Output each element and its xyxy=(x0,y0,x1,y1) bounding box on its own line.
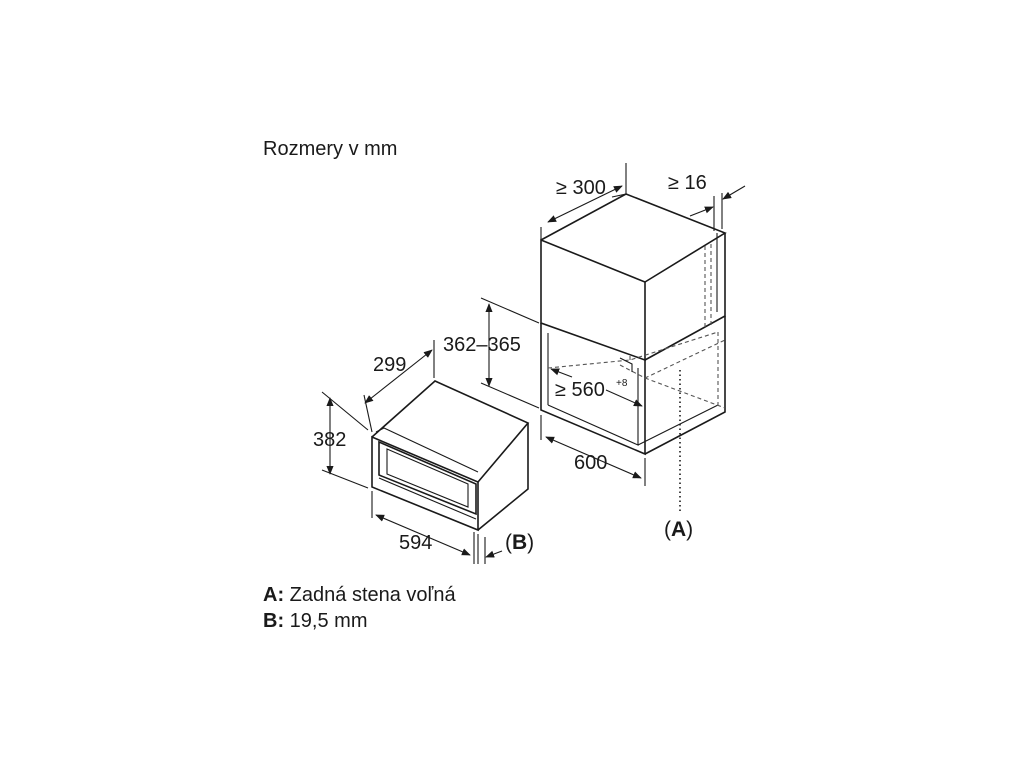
cabinet-drawing: ≥ 300 ≥ 16 362–365 ≥ 560 +8 600 (A) xyxy=(443,163,746,541)
dim-line-appliance-width xyxy=(375,514,471,556)
niche-rail-detail xyxy=(619,357,633,372)
label-appliance-height: 382 xyxy=(313,429,346,451)
upper-cabinet-front xyxy=(540,238,646,362)
label-gap: ≥ 16 xyxy=(668,172,707,194)
niche-hidden-back xyxy=(547,331,726,379)
ext-line-opening-height-top xyxy=(480,297,540,324)
appliance-door xyxy=(378,440,477,516)
dim-line-cabinet-width xyxy=(545,436,642,479)
label-opening-height: 362–365 xyxy=(443,334,521,356)
appliance-window xyxy=(386,448,469,508)
callout-b-label: (B) xyxy=(505,531,534,554)
upper-cabinet-top xyxy=(540,193,727,283)
label-appliance-width: 594 xyxy=(399,532,432,554)
niche-front-frame xyxy=(540,323,646,456)
label-niche-depth: ≥ 300 xyxy=(556,177,606,199)
label-cabinet-width: 600 xyxy=(574,452,607,474)
page-title: Rozmery v mm xyxy=(263,138,397,160)
appliance-top xyxy=(371,380,530,483)
appliance-drawing: 299 382 594 (B) xyxy=(313,340,534,564)
appliance-front-bezel xyxy=(375,427,479,473)
ext-line-appliance-height-bottom xyxy=(321,469,369,489)
appliance-side xyxy=(477,423,529,531)
dim-line-appliance-depth xyxy=(364,349,433,404)
niche-side-frame xyxy=(644,316,726,455)
niche-hidden-floor xyxy=(644,377,726,409)
legend-item-a: A: Zadná stena voľná xyxy=(263,584,456,606)
appliance-control-strip xyxy=(378,477,477,520)
cabinet-rear-dash xyxy=(704,244,712,329)
upper-cabinet-side xyxy=(644,233,726,361)
legend: A: Zadná stena voľná B: 19,5 mm xyxy=(263,584,456,632)
dim-arrow-gap-right xyxy=(722,185,746,200)
label-opening-width-tolerance: +8 xyxy=(616,378,628,389)
ext-line-opening-height-bottom xyxy=(480,382,540,409)
dim-arrow-b-right xyxy=(485,550,503,558)
callout-a-label: (A) xyxy=(664,518,693,541)
ext-line-appliance-height-top xyxy=(321,391,369,431)
legend-item-b: B: 19,5 mm xyxy=(263,610,367,632)
dim-arrow-opening-width-left xyxy=(550,368,573,378)
dim-line-niche-depth xyxy=(547,185,623,223)
label-appliance-depth: 299 xyxy=(373,354,406,376)
dim-arrow-gap-left xyxy=(689,206,714,217)
appliance-front-outer xyxy=(371,435,479,532)
dim-arrow-opening-width-right xyxy=(605,389,643,407)
label-opening-width: ≥ 560 xyxy=(555,379,605,401)
niche-inner-right xyxy=(637,404,719,446)
